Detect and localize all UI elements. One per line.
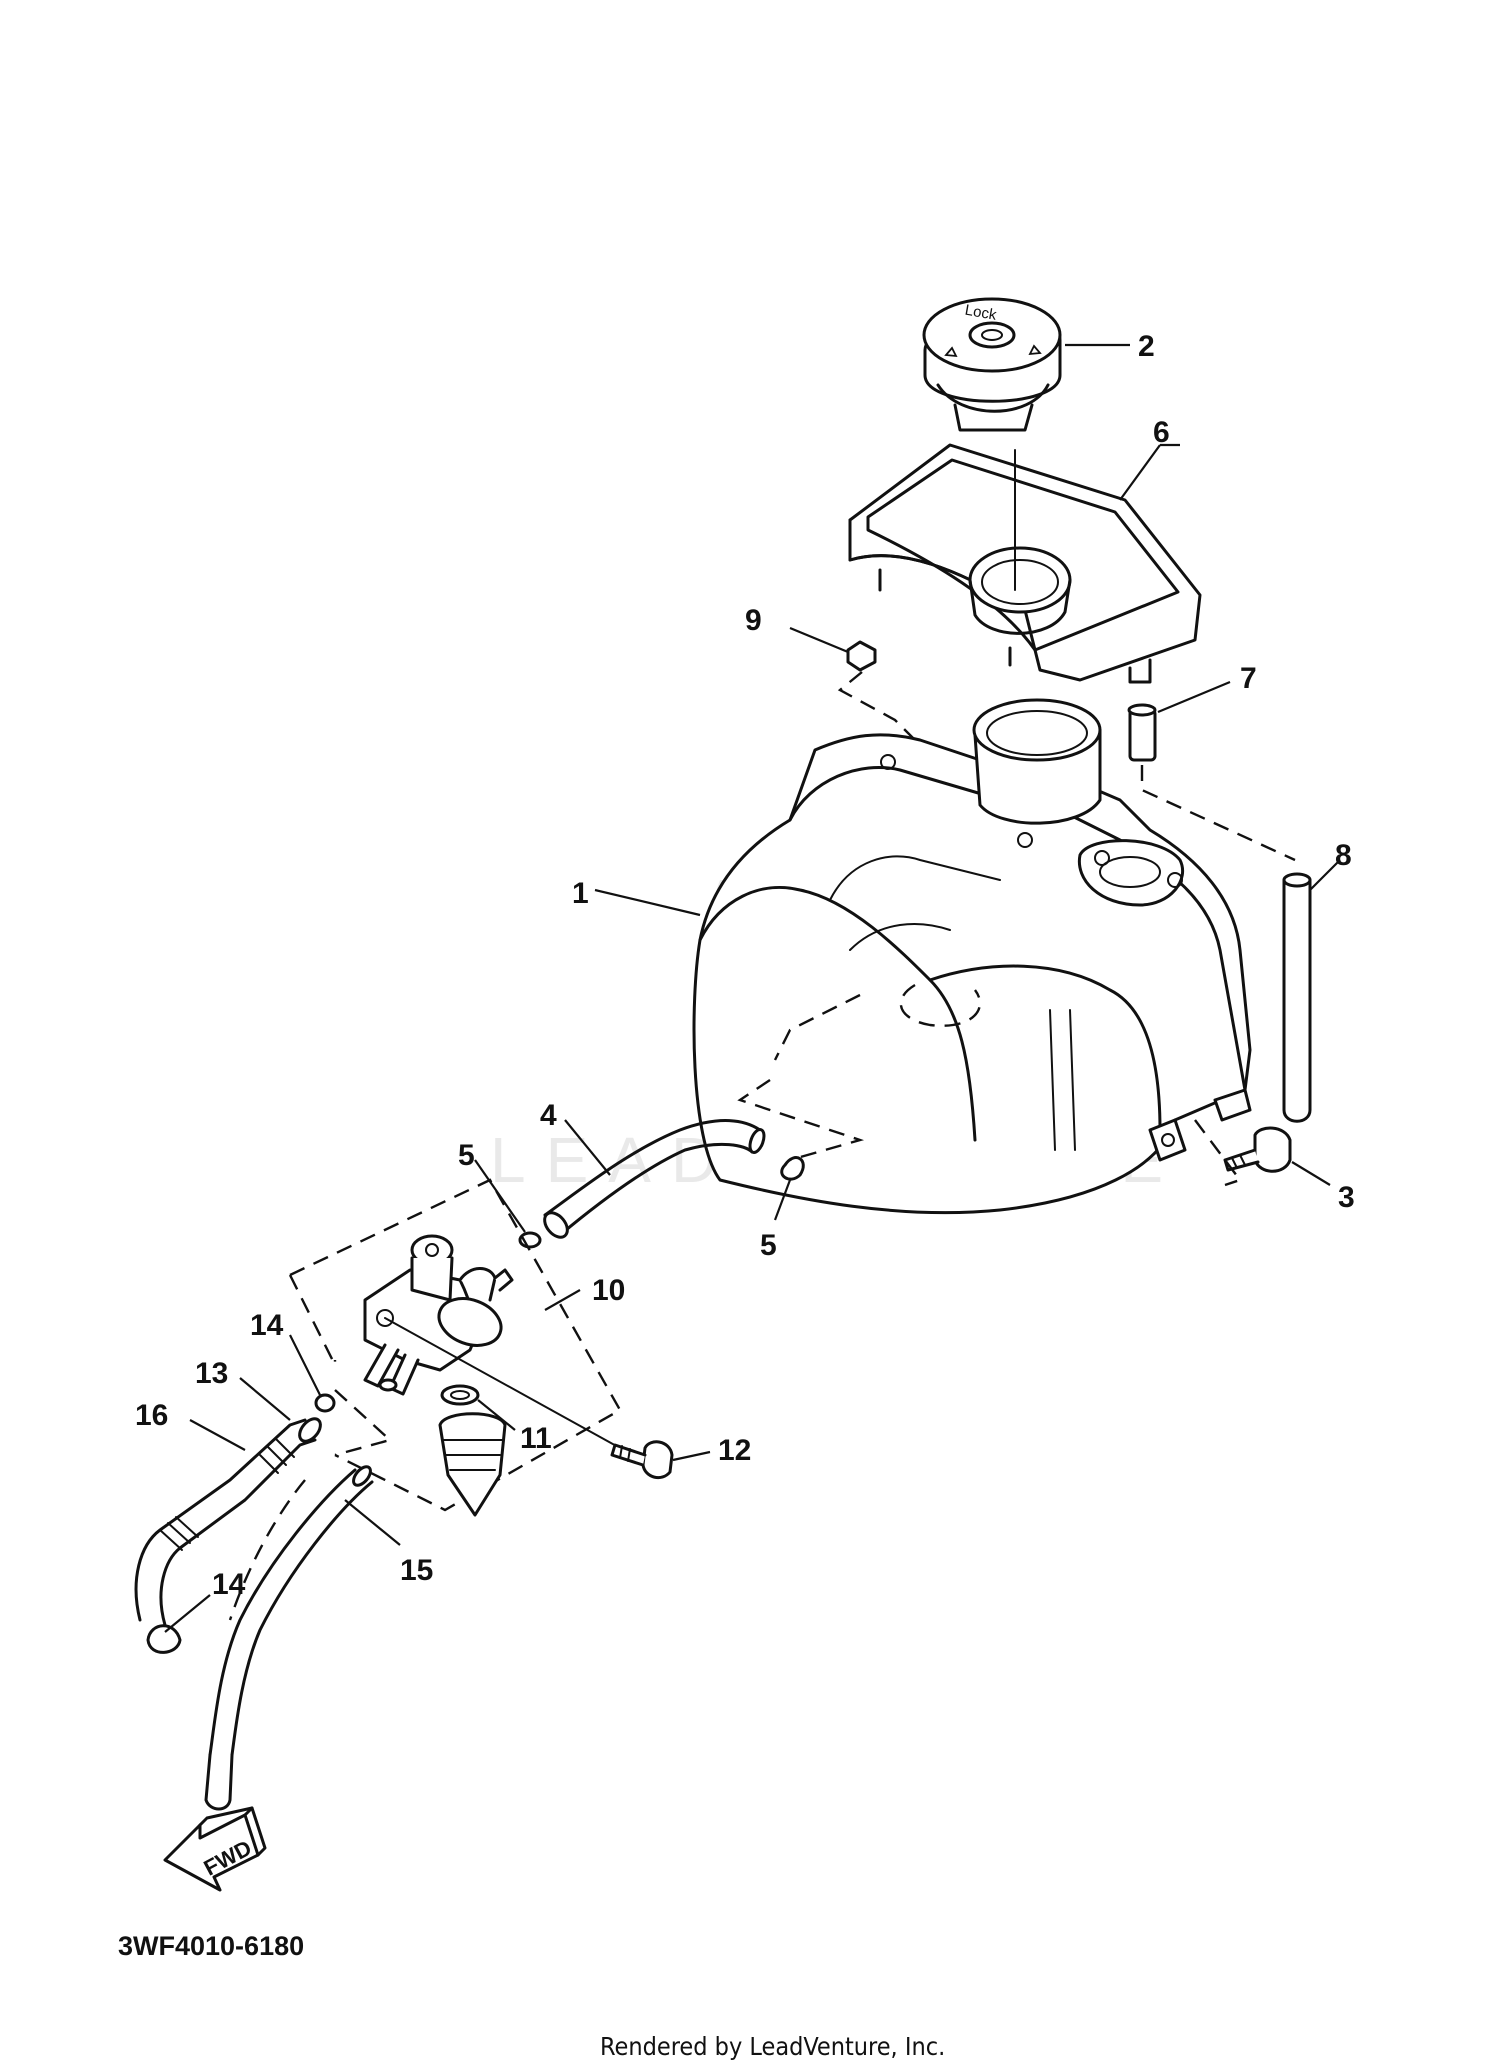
clip-5-b	[773, 1156, 805, 1221]
footer-credit: Rendered by LeadVenture, Inc.	[600, 2032, 945, 2061]
clip-14-b	[146, 1594, 211, 1654]
callout-8: 8	[1335, 839, 1352, 872]
filter-11	[438, 1384, 516, 1517]
callout-14-a: 14	[250, 1309, 284, 1342]
fuel-cap: Lock	[922, 297, 1130, 432]
nut-9	[789, 626, 916, 741]
callout-16: 16	[135, 1399, 168, 1432]
fuel-cock-10	[288, 1178, 622, 1512]
callout-9: 9	[745, 604, 762, 637]
diagram-part-number: 3WF4010-6180	[118, 1931, 304, 1961]
fuel-tank	[594, 698, 1252, 1215]
callout-14-b: 14	[212, 1568, 246, 1601]
callout-4: 4	[540, 1099, 557, 1132]
hose-13-16	[134, 1377, 322, 1627]
cap-lock-label: Lock	[964, 302, 999, 324]
callout-5-b: 5	[760, 1229, 777, 1262]
callout-1: 1	[572, 877, 589, 910]
hose-8	[1282, 859, 1341, 1123]
callout-5-a: 5	[458, 1139, 475, 1172]
bolt-3	[1194, 1119, 1331, 1187]
callout-13: 13	[195, 1357, 228, 1390]
callout-11: 11	[520, 1422, 552, 1455]
callout-12: 12	[718, 1434, 751, 1467]
screw-12	[610, 1440, 711, 1480]
tube-15	[204, 1465, 401, 1811]
callout-7: 7	[1240, 662, 1257, 695]
collar-7	[1127, 680, 1296, 862]
callout-15: 15	[400, 1554, 433, 1587]
callout-2: 2	[1138, 330, 1155, 363]
fuel-hose-4	[543, 1079, 865, 1239]
callout-3: 3	[1338, 1181, 1355, 1214]
callouts: 1 2 3 4 5 5 6 7 8 9 10 11 12 13 14 14 15…	[135, 330, 1355, 1601]
fwd-arrow-icon: FWD	[163, 1806, 267, 1892]
callout-10: 10	[592, 1274, 625, 1307]
filler-tray	[848, 443, 1202, 684]
clip-14-a	[289, 1334, 336, 1413]
callout-6: 6	[1153, 416, 1170, 449]
